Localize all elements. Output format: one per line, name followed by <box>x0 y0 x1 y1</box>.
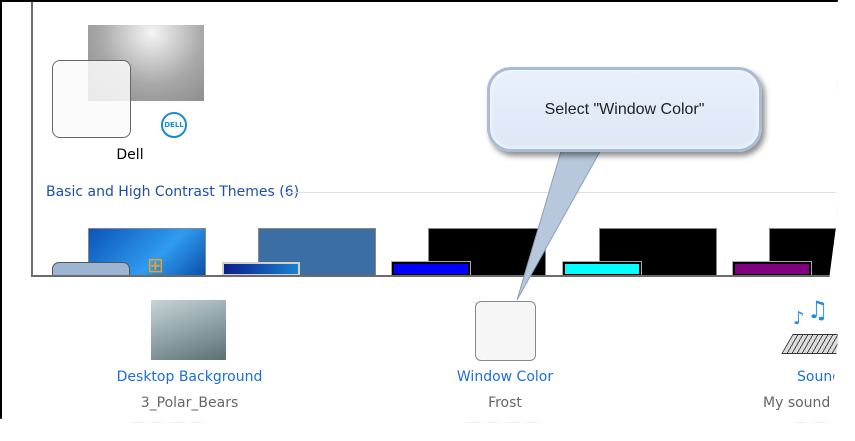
screenshot-paper: DELL Dell Basic and High Contrast Themes… <box>0 0 838 423</box>
window-color-link[interactable]: Window Color <box>456 369 554 385</box>
theme-name: Dell <box>116 147 144 163</box>
desktop-background-link[interactable]: Desktop Background <box>116 369 263 385</box>
window-color-value: Frost <box>488 395 522 411</box>
window-color-button[interactable]: Window Color Frost <box>435 300 575 415</box>
callout-bubble: Select "Window Color" <box>487 67 762 152</box>
tile-window <box>52 262 130 275</box>
dell-window-preview <box>52 60 131 138</box>
tile-window <box>222 262 300 275</box>
callout-text: Select "Window Color" <box>544 101 705 118</box>
dell-logo-icon: DELL <box>161 112 187 138</box>
sounds-icon: ♪ ♫ <box>781 300 838 360</box>
polar-bears-thumbnail <box>151 300 226 360</box>
desktop-background-button[interactable]: Desktop Background 3_Polar_Bears <box>102 300 277 415</box>
tile-window <box>732 261 812 275</box>
callout-pointer <box>516 147 603 301</box>
window-color-swatch <box>475 301 536 361</box>
tile-wallpaper: ⊞ <box>88 228 206 277</box>
desktop-background-value: 3_Polar_Bears <box>140 395 239 411</box>
tile-window <box>562 261 642 275</box>
tile-window <box>391 261 471 275</box>
windows-logo-icon: ⊞ <box>147 253 164 277</box>
theme-dell[interactable]: DELL Dell <box>33 2 233 172</box>
sounds-link[interactable]: Sound <box>797 369 842 385</box>
callout-tail <box>516 147 603 301</box>
group-title[interactable]: Basic and High Contrast Themes (6) <box>46 184 300 200</box>
sounds-value: My sound s <box>763 395 842 411</box>
sounds-button[interactable]: ♪ ♫ Sound My sound s <box>762 300 842 415</box>
